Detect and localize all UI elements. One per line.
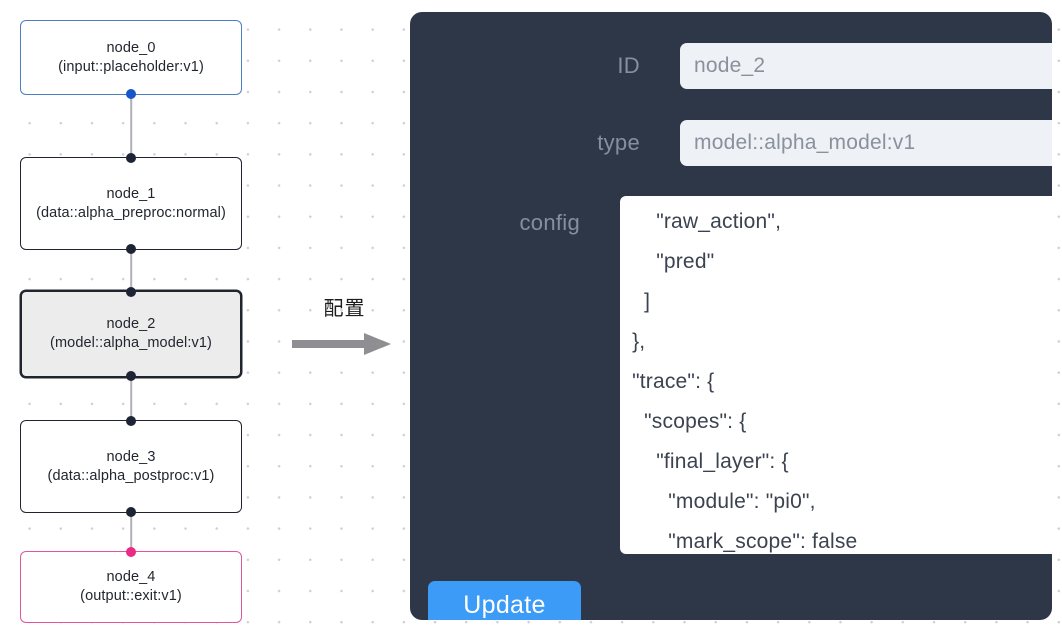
graph-node-label: node_1 (data::alpha_preproc:normal) — [36, 185, 226, 221]
node-handle-source[interactable] — [126, 244, 136, 254]
arrow-right-icon — [292, 333, 391, 355]
edge-node1-node2 — [130, 250, 132, 290]
type-field-label: type — [597, 130, 640, 155]
config-textarea-wrapper: "raw_action", "pred" ] }, "trace": { "sc… — [620, 196, 1052, 554]
node-handle-source[interactable] — [126, 371, 136, 381]
graph-node-label: node_3 (data::alpha_postproc:v1) — [47, 448, 215, 484]
edge-node0-node1 — [130, 95, 132, 157]
node-handle-target[interactable] — [126, 287, 136, 297]
edge-node2-node3 — [130, 378, 132, 420]
field-row-config: config "raw_action", "pred" ] }, "trace"… — [430, 196, 1052, 554]
node-handle-source[interactable] — [126, 507, 136, 517]
graph-node-label: node_0 (input::placeholder:v1) — [58, 39, 204, 75]
field-row-id: ID — [540, 43, 1052, 89]
id-field-label: ID — [617, 53, 640, 78]
config-field-label: config — [519, 210, 580, 235]
graph-node-node_4[interactable]: node_4 (output::exit:v1) — [20, 547, 242, 623]
node-handle-source[interactable] — [126, 89, 136, 99]
node-handle-target[interactable] — [126, 547, 136, 557]
graph-node-label: node_4 (output::exit:v1) — [80, 569, 182, 604]
node-handle-target[interactable] — [126, 416, 136, 426]
config-textarea[interactable]: "raw_action", "pred" ] }, "trace": { "sc… — [632, 210, 858, 553]
field-row-type: type — [510, 120, 1052, 166]
node-handle-target[interactable] — [126, 153, 136, 163]
type-input[interactable] — [680, 120, 1052, 166]
graph-node-label: node_2 (model::alpha_model:v1) — [50, 316, 212, 351]
id-input[interactable] — [680, 43, 1052, 89]
edge-node3-node4 — [130, 513, 132, 551]
transition-caption: 配置 — [323, 296, 366, 320]
node-config-panel: ID type config "raw_action", "pred" ] },… — [410, 12, 1052, 620]
transition-annotation: 配置 — [292, 296, 397, 366]
graph-node-node_1[interactable]: node_1 (data::alpha_preproc:normal) — [20, 153, 242, 254]
graph-node-node_3[interactable]: node_3 (data::alpha_postproc:v1) — [20, 416, 242, 517]
graph-node-node_2[interactable]: node_2 (model::alpha_model:v1) — [20, 287, 242, 381]
update-button[interactable]: Update — [428, 581, 581, 620]
graph-node-node_0[interactable]: node_0 (input::placeholder:v1) — [20, 20, 242, 99]
